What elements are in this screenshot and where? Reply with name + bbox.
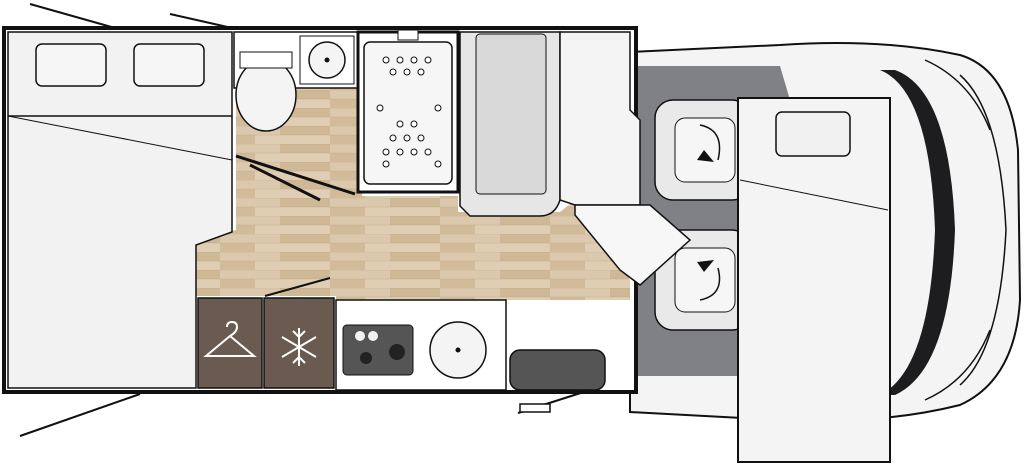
kitchen [335, 299, 606, 391]
rear-doors [19, 3, 331, 437]
cab-seat-passenger [654, 229, 751, 331]
table [574, 204, 692, 286]
entrance-door [517, 389, 591, 414]
drop-down-bed [737, 97, 891, 463]
snowflake-icon [281, 328, 317, 366]
toilet [235, 58, 297, 132]
cab-seat-driver [654, 99, 751, 201]
fridge [263, 297, 335, 389]
hanger-icon [203, 320, 257, 357]
washroom [233, 31, 359, 202]
rear-bed [7, 31, 233, 389]
swivel-arrow-icon [699, 267, 721, 301]
living-floor [196, 86, 630, 390]
shower [356, 29, 460, 194]
wardrobe [197, 297, 263, 389]
swivel-arrow-icon [699, 124, 721, 161]
dinette-bench [459, 31, 641, 217]
